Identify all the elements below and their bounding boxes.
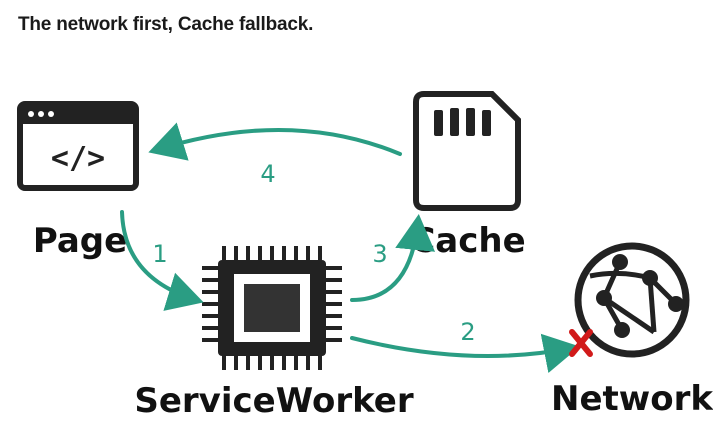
step-number-4: 4 <box>260 160 275 188</box>
cpu-chip-icon <box>202 246 342 370</box>
step-number-2: 2 <box>460 318 475 346</box>
step-number-3: 3 <box>372 240 387 268</box>
code-glyph: </> <box>51 141 105 176</box>
globe-network-icon <box>574 242 690 358</box>
arrow-step-4 <box>148 122 402 161</box>
browser-code-icon: </> <box>17 101 139 191</box>
arrow-step-3 <box>350 214 436 302</box>
arrow-step-1 <box>120 210 204 311</box>
step-number-1: 1 <box>152 240 167 268</box>
x-mark-icon <box>569 329 593 357</box>
arrow-step-2 <box>350 333 580 374</box>
service-worker-label: ServiceWorker <box>134 381 414 421</box>
diagram-title: The network first, Cache fallback. <box>18 14 314 35</box>
network-label: Network <box>551 379 713 419</box>
page-label: Page <box>33 221 127 261</box>
sd-card-icon <box>413 91 521 211</box>
cache-label: Cache <box>410 221 525 261</box>
